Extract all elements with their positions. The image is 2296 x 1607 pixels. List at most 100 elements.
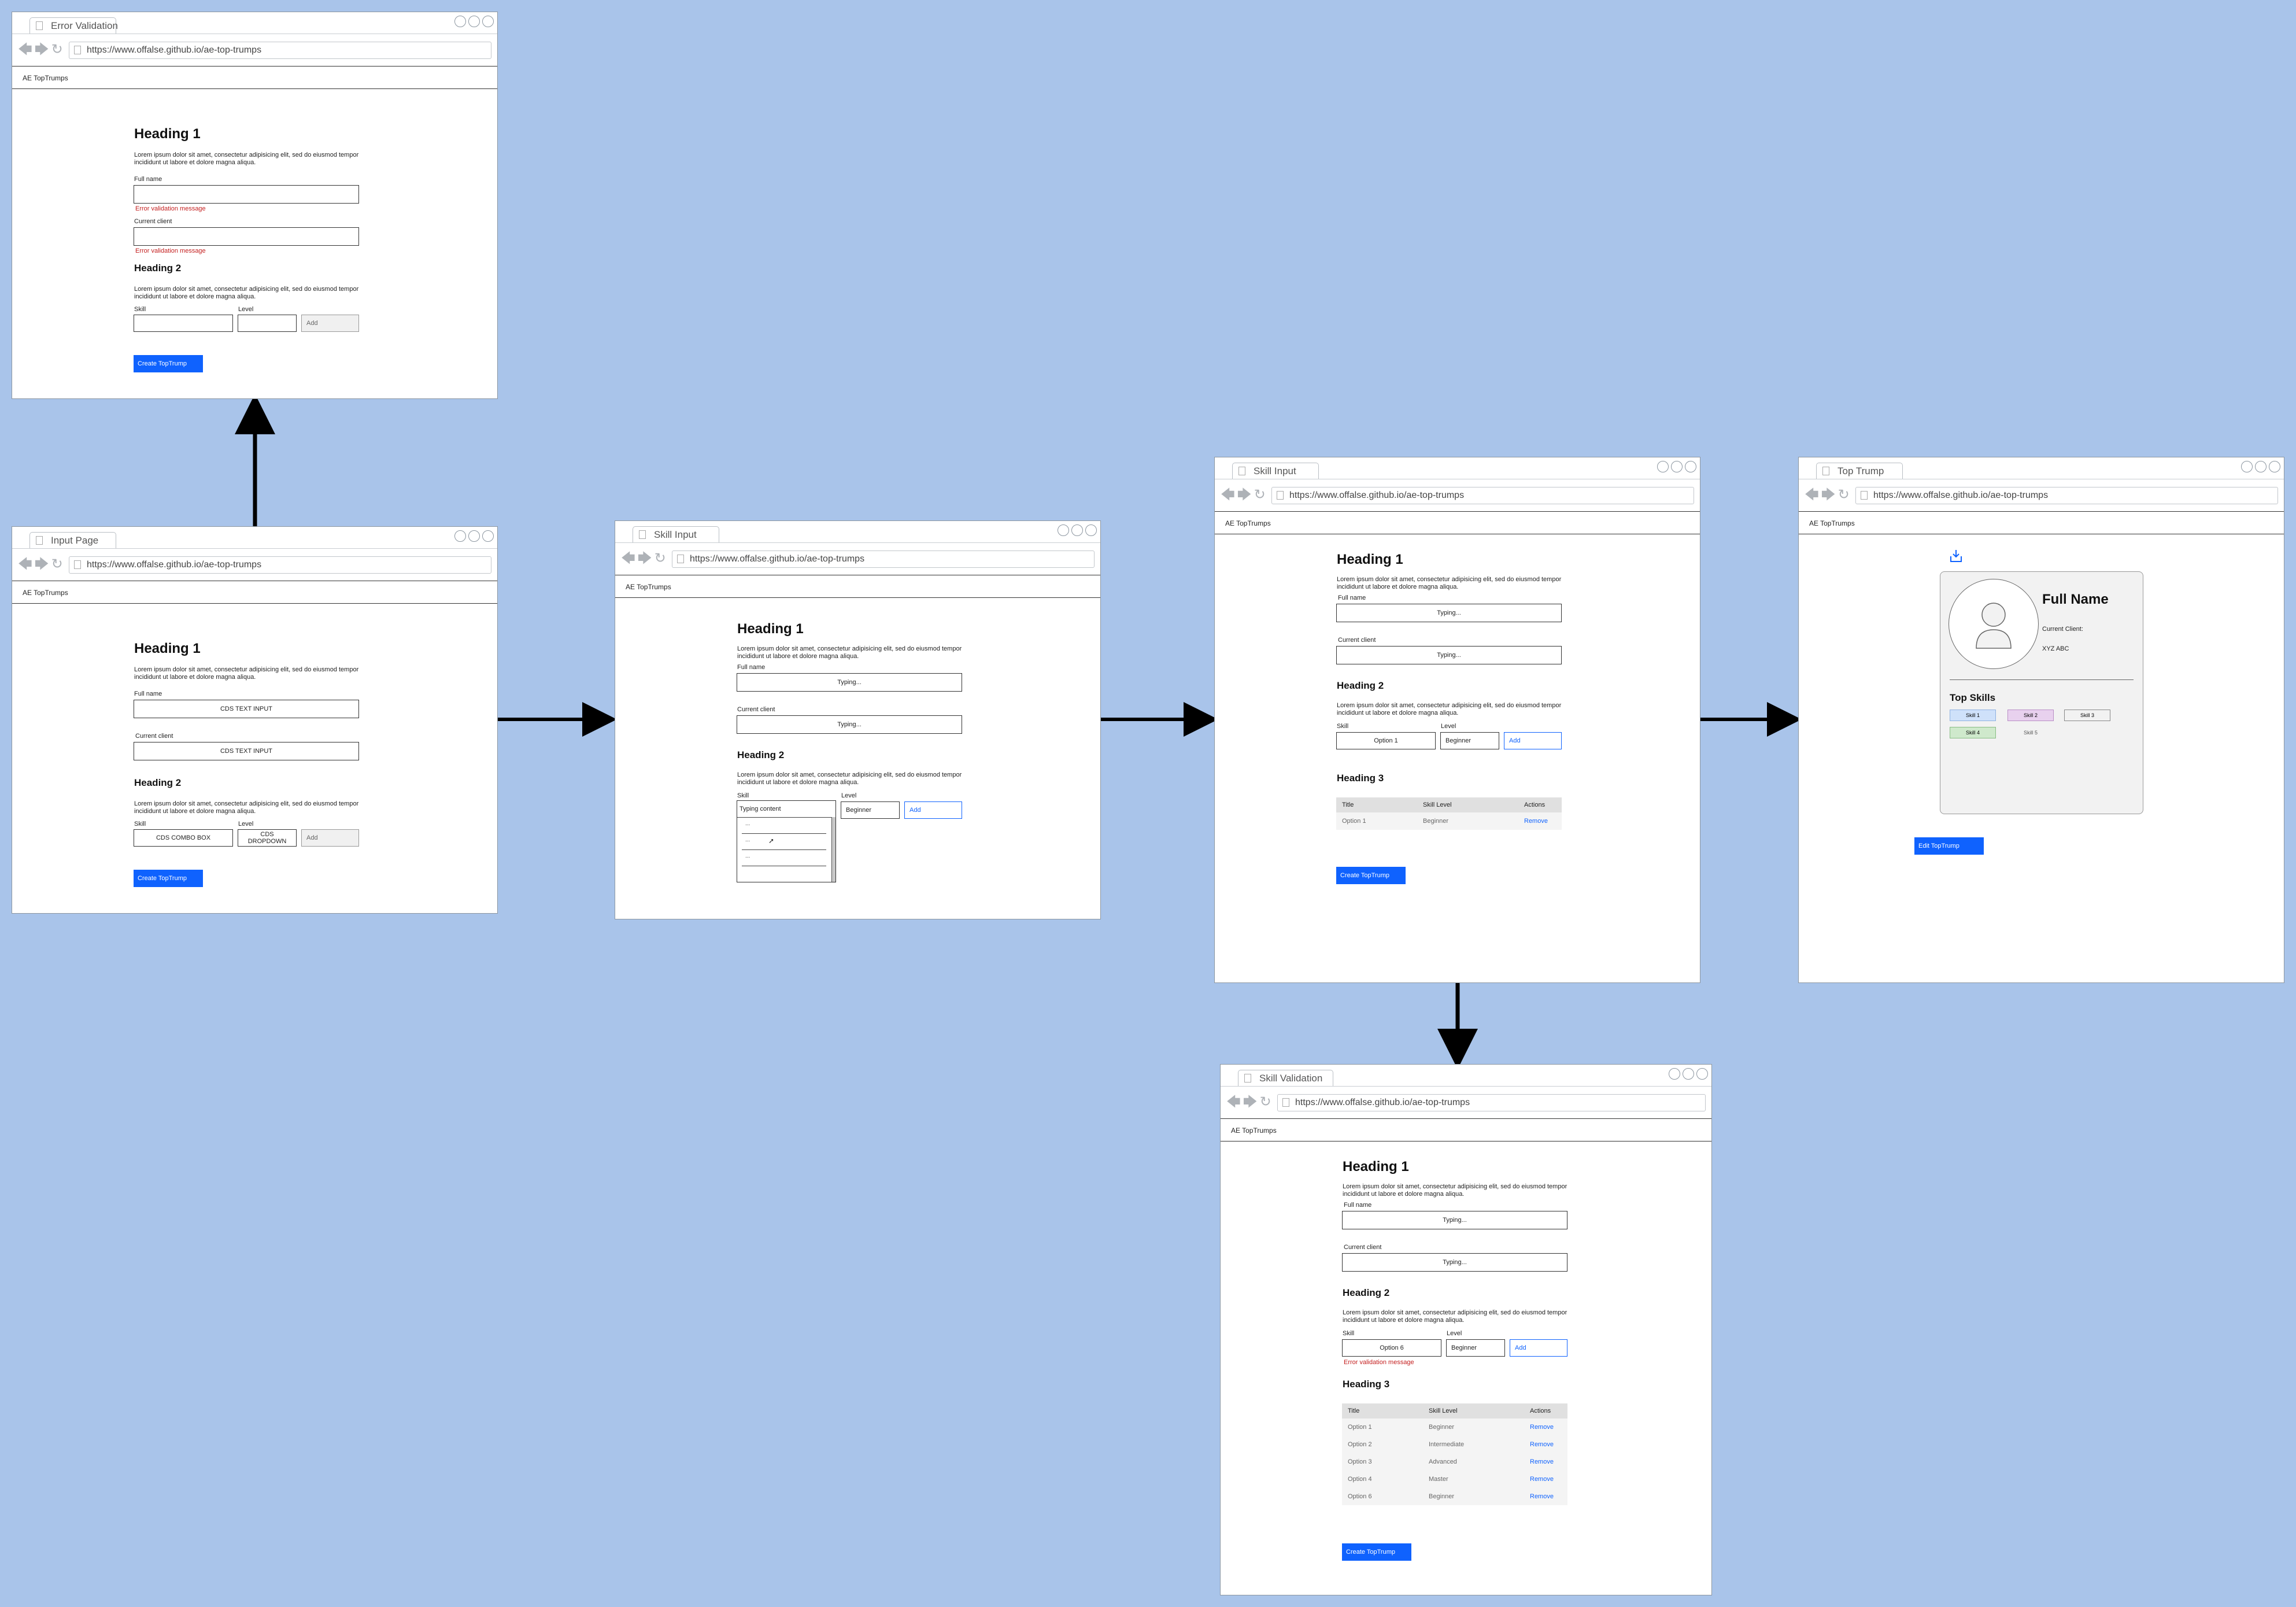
remove-link[interactable]: Remove <box>1518 812 1562 830</box>
remove-link[interactable]: Remove <box>1524 1453 1567 1471</box>
current-client-field[interactable]: Typing... <box>1336 646 1562 664</box>
current-client-field[interactable] <box>134 227 359 246</box>
profile-card: Full Name Current Client: XYZ ABC Top Sk… <box>1940 571 2143 814</box>
nav-icons[interactable]: 🡄🡆↻ <box>18 42 65 57</box>
paragraph: Lorem ipsum dolor sit amet, consectetur … <box>737 645 962 660</box>
address-bar[interactable]: https://www.offalse.github.io/ae-top-tru… <box>1277 1094 1706 1111</box>
address-bar[interactable]: https://www.offalse.github.io/ae-top-tru… <box>672 551 1095 568</box>
paragraph: Lorem ipsum dolor sit amet, consectetur … <box>134 152 359 166</box>
tab-bar: Skill Validation <box>1221 1065 1711 1087</box>
browser-tab[interactable]: Top Trump <box>1816 463 1903 479</box>
window-controls[interactable] <box>1655 461 1696 475</box>
cell-level: Intermediate <box>1423 1436 1524 1453</box>
browser-tab[interactable]: Input Page <box>29 532 116 549</box>
full-name-field[interactable] <box>134 185 359 204</box>
window-controls[interactable] <box>1055 524 1097 539</box>
address-bar[interactable]: https://www.offalse.github.io/ae-top-tru… <box>1855 487 2278 504</box>
window-controls[interactable] <box>452 16 494 30</box>
browser-toolbar: 🡄🡆↻ https://www.offalse.github.io/ae-top… <box>1799 479 2284 512</box>
skill-field[interactable] <box>134 315 233 332</box>
dropdown-option[interactable]: ... <box>745 821 750 827</box>
tab-label: Input Page <box>51 535 99 546</box>
address-bar[interactable]: https://www.offalse.github.io/ae-top-tru… <box>1271 487 1694 504</box>
current-client-field[interactable]: CDS TEXT INPUT <box>134 742 359 760</box>
level-field[interactable] <box>238 315 297 332</box>
remove-link[interactable]: Remove <box>1524 1488 1567 1505</box>
cell-level: Beginner <box>1423 1418 1524 1436</box>
skills-table: Title Skill Level Actions Option 1 Begin… <box>1342 1403 1567 1505</box>
browser-tab[interactable]: Skill Validation <box>1238 1070 1333 1087</box>
full-name-label: Full name <box>1344 1202 1372 1209</box>
app-header: AE TopTrumps <box>1221 1118 1711 1141</box>
window-controls[interactable] <box>2239 461 2280 475</box>
error-message: Error validation message <box>1344 1359 1414 1366</box>
skill-combo-open[interactable]: Typing content ... ... ➚ ... <box>737 800 836 882</box>
download-icon[interactable] <box>1949 548 1963 563</box>
current-client-field[interactable]: Typing... <box>1342 1253 1567 1272</box>
scrollbar[interactable] <box>831 817 835 882</box>
address-bar[interactable]: https://www.offalse.github.io/ae-top-tru… <box>69 556 491 574</box>
window-controls[interactable] <box>1666 1068 1708 1083</box>
remove-link[interactable]: Remove <box>1524 1436 1567 1453</box>
add-button[interactable]: Add <box>301 829 359 847</box>
app-header: AE TopTrumps <box>1215 511 1700 534</box>
nav-icons[interactable]: 🡄🡆↻ <box>18 556 65 572</box>
nav-icons[interactable]: 🡄🡆↻ <box>1805 487 1852 503</box>
level-field[interactable]: Beginner <box>1440 732 1499 749</box>
level-field[interactable]: Beginner <box>841 801 900 819</box>
level-field[interactable]: Beginner <box>1446 1339 1505 1357</box>
page-icon <box>74 560 81 569</box>
nav-icons[interactable]: 🡄🡆↻ <box>1221 487 1268 503</box>
add-button[interactable]: Add <box>1510 1339 1567 1357</box>
browser-tab[interactable]: Skill Input <box>1232 463 1319 479</box>
tab-bar: Input Page <box>12 527 497 549</box>
level-dropdown[interactable]: CDS DROPDOWN <box>238 829 297 847</box>
col-title: Title <box>1342 1403 1423 1418</box>
browser-tab[interactable]: Error Validation <box>29 17 118 34</box>
skill-field[interactable]: Option 1 <box>1336 732 1436 749</box>
full-name-label: Full name <box>737 664 766 671</box>
full-name-field[interactable]: CDS TEXT INPUT <box>134 700 359 718</box>
page-icon <box>677 555 684 563</box>
nav-icons[interactable]: 🡄🡆↻ <box>1226 1094 1274 1110</box>
add-button[interactable]: Add <box>904 801 962 819</box>
edit-toptrump-button[interactable]: Edit TopTrump <box>1914 837 1984 855</box>
full-name-field[interactable]: Typing... <box>1336 604 1562 622</box>
current-client-label: Current client <box>135 733 173 740</box>
paragraph: Lorem ipsum dolor sit amet, consectetur … <box>737 771 962 786</box>
remove-link[interactable]: Remove <box>1524 1418 1567 1436</box>
nav-icons[interactable]: 🡄🡆↻ <box>621 551 668 566</box>
page-icon <box>1861 491 1868 500</box>
add-button[interactable]: Add <box>1504 732 1562 749</box>
level-label: Level <box>238 821 254 827</box>
create-toptrump-button[interactable]: Create TopTrump <box>1342 1543 1411 1561</box>
current-client-field[interactable]: Typing... <box>737 715 962 734</box>
paragraph: Lorem ipsum dolor sit amet, consectetur … <box>134 286 359 300</box>
current-client-label: Current client <box>1344 1244 1382 1251</box>
divider <box>1950 679 2134 680</box>
window-controls[interactable] <box>452 530 494 545</box>
full-name-label: Full name <box>1338 594 1366 601</box>
cell-title: Option 2 <box>1342 1436 1423 1453</box>
full-name-field[interactable]: Typing... <box>737 673 962 692</box>
create-toptrump-button[interactable]: Create TopTrump <box>134 870 203 887</box>
full-name-field[interactable]: Typing... <box>1342 1211 1567 1229</box>
address-bar[interactable]: https://www.offalse.github.io/ae-top-tru… <box>69 42 491 59</box>
browser-tab[interactable]: Skill Input <box>633 526 719 543</box>
create-toptrump-button[interactable]: Create TopTrump <box>134 355 203 372</box>
skills-table: Title Skill Level Actions Option 1 Begin… <box>1336 797 1562 830</box>
error-message: Error validation message <box>135 247 206 254</box>
create-toptrump-button[interactable]: Create TopTrump <box>1336 867 1406 884</box>
current-client-label: Current Client: <box>2042 626 2083 633</box>
cell-title: Option 1 <box>1342 1418 1423 1436</box>
skill-combo-box[interactable]: CDS COMBO BOX <box>134 829 233 847</box>
dropdown-option[interactable]: ... <box>745 853 750 859</box>
paragraph: Lorem ipsum dolor sit amet, consectetur … <box>134 800 359 815</box>
add-button[interactable]: Add <box>301 315 359 332</box>
paragraph: Lorem ipsum dolor sit amet, consectetur … <box>1337 576 1562 590</box>
remove-link[interactable]: Remove <box>1524 1471 1567 1488</box>
level-label: Level <box>1441 723 1456 730</box>
browser-toolbar: 🡄🡆↻ https://www.offalse.github.io/ae-top… <box>12 34 497 67</box>
skill-field[interactable]: Option 6 <box>1342 1339 1441 1357</box>
dropdown-option[interactable]: ... <box>745 837 750 843</box>
